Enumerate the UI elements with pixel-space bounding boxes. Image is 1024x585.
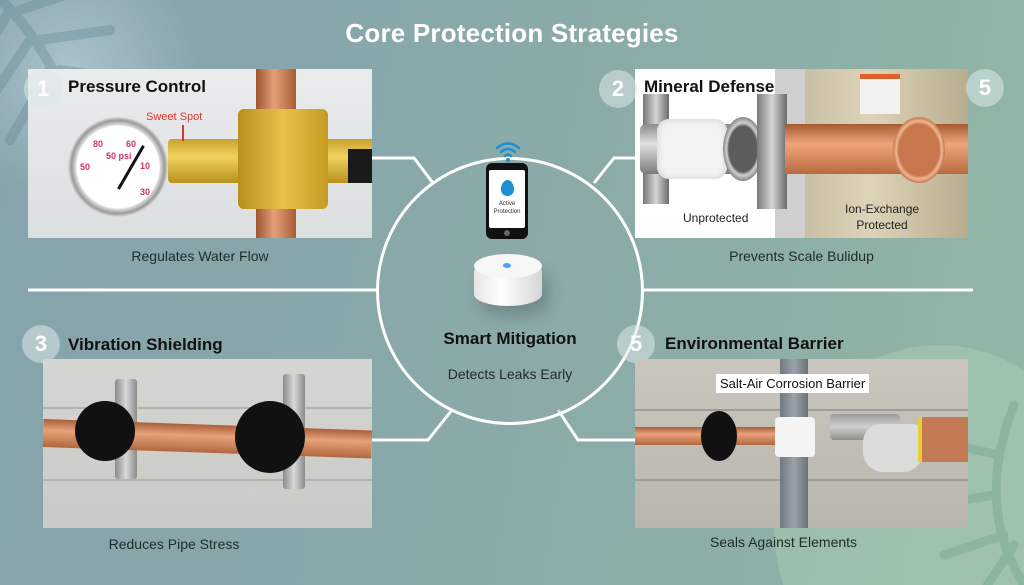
mineral-defense-image: Unprotected Ion-Exchange Protected: [635, 69, 968, 238]
environmental-barrier-image: Salt-Air Corrosion Barrier: [635, 359, 968, 528]
sweet-spot-annotation: Sweet Spot: [146, 111, 203, 123]
smartphone-icon: Active Protection: [486, 163, 528, 239]
card-title-mineral-defense: Mineral Defense: [644, 77, 775, 96]
label-ion-exchange: Ion-Exchange Protected: [845, 202, 920, 232]
pipe-end: [348, 149, 372, 183]
sealant-wrap: [775, 417, 815, 457]
card-caption-environmental-barrier: Seals Against Elements: [709, 534, 858, 550]
rubber-clamp: [701, 411, 737, 461]
gloved-hand: [863, 424, 923, 472]
step-badge-1: 1: [24, 70, 62, 108]
phone-screen: Active Protection: [489, 170, 525, 228]
card-title-vibration-shielding: Vibration Shielding: [68, 335, 223, 354]
water-drop-icon: [501, 180, 514, 196]
center-subtitle: Detects Leaks Early: [447, 366, 573, 382]
mortar-line: [43, 479, 372, 481]
card-caption-vibration-shielding: Reduces Pipe Stress: [108, 536, 240, 552]
label-unprotected: Unprotected: [683, 211, 749, 225]
pipe-opening: [723, 117, 763, 181]
rubber-clamp: [235, 401, 305, 473]
phone-home-button: [504, 230, 510, 236]
step-badge-5-side: 5: [966, 69, 1004, 107]
rubber-clamp: [75, 401, 135, 461]
card-title-pressure-control: Pressure Control: [68, 77, 206, 96]
scale-buildup: [657, 119, 727, 179]
card-caption-mineral-defense: Prevents Scale Bulidup: [729, 248, 874, 264]
steel-pipe: [757, 94, 787, 209]
salt-air-label: Salt-Air Corrosion Barrier: [716, 374, 870, 393]
step-badge-3: 3: [22, 325, 60, 363]
sweet-spot-arrow-icon: [182, 125, 184, 141]
pressure-regulator-valve: [238, 109, 328, 209]
card-title-environmental-barrier: Environmental Barrier: [665, 334, 844, 353]
phone-status-text: Active Protection: [493, 201, 521, 215]
wifi-icon: [495, 142, 521, 162]
status-led-icon: [503, 263, 511, 268]
center-title: Smart Mitigation: [443, 329, 577, 348]
vibration-shielding-image: [43, 359, 372, 528]
card-caption-pressure-control: Regulates Water Flow: [131, 248, 269, 264]
step-badge-5: 5: [617, 325, 655, 363]
arm: [918, 417, 968, 462]
copper-pipe-opening: [893, 117, 945, 183]
page-title: Core Protection Strategies: [345, 18, 679, 48]
heater-label: [860, 74, 900, 114]
pressure-control-image: 80 60 50 10 30 50 psi Sweet Spot: [28, 69, 372, 238]
mortar-line: [43, 407, 372, 409]
pressure-gauge-icon: 80 60 50 10 30 50 psi: [68, 117, 168, 217]
step-badge-2: 2: [599, 70, 637, 108]
